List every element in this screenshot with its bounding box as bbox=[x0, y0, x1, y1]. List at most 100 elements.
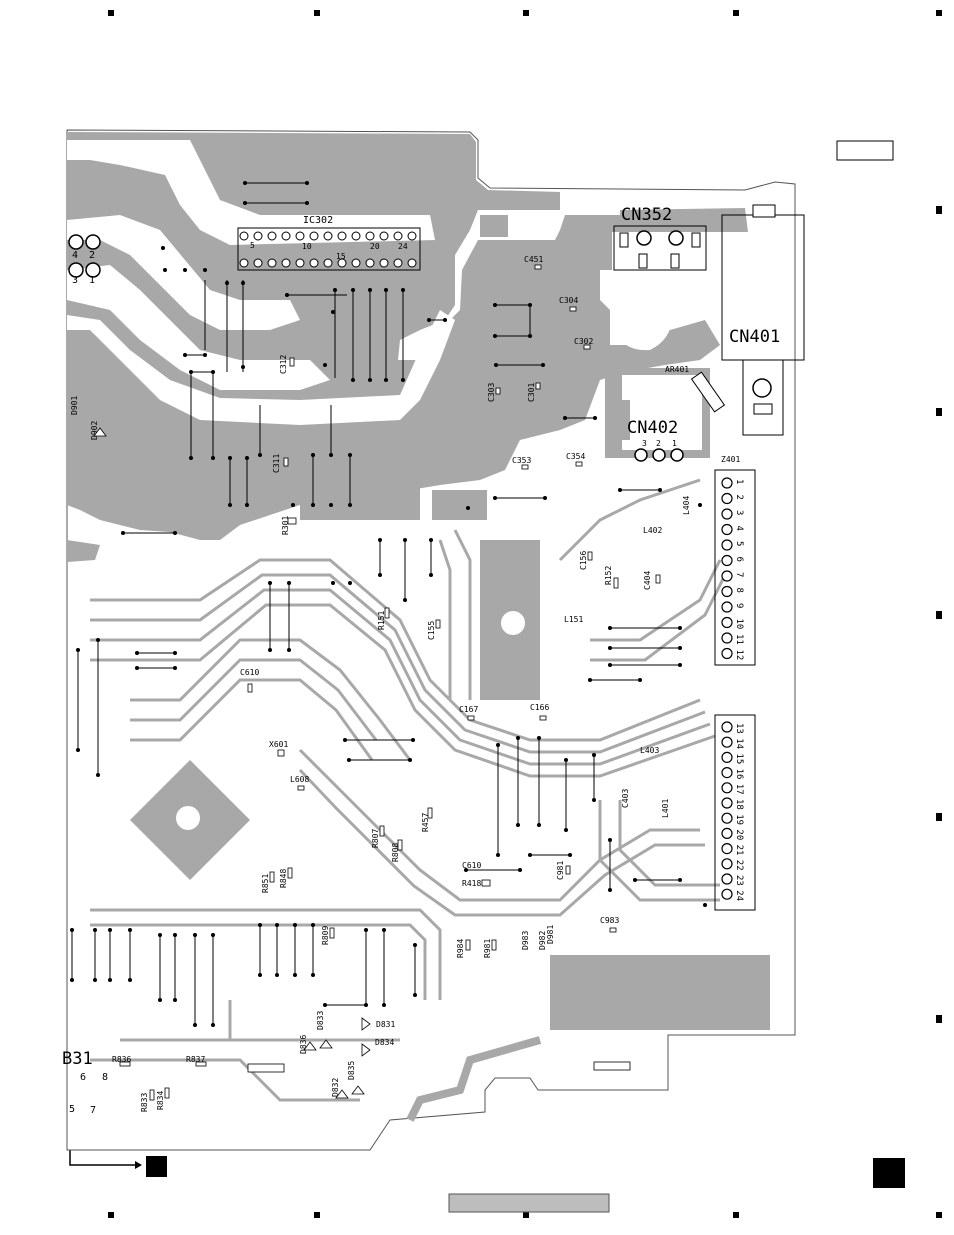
d833-label: D833 bbox=[316, 1011, 325, 1030]
c981-label: C981 bbox=[556, 861, 565, 880]
c353-label: C353 bbox=[512, 456, 531, 465]
z401-pin-pad bbox=[721, 539, 733, 551]
registration-marks bbox=[108, 10, 942, 1218]
component-labels: C451 C304 C302 C303 C301 C312 C311 C353 … bbox=[62, 255, 691, 1116]
ic302-label: IC302 bbox=[303, 215, 333, 226]
solder-pads bbox=[70, 181, 707, 1027]
z401-pin-number-4: 4 bbox=[734, 526, 744, 531]
z401-pin-pad bbox=[721, 570, 733, 582]
z401-pin-pad bbox=[721, 647, 733, 660]
c167-label: C167 bbox=[459, 705, 478, 714]
ic302-pin-20: 20 bbox=[370, 242, 380, 251]
pin-7-label: 7 bbox=[90, 1105, 96, 1116]
d835-label: D835 bbox=[347, 1061, 356, 1080]
d836-label: D836 bbox=[299, 1035, 308, 1054]
left-conn-pin-1: 1 bbox=[89, 275, 95, 286]
z401-body bbox=[714, 469, 756, 666]
z401-pin-pad bbox=[721, 736, 733, 748]
z401-pin-number-13: 13 bbox=[734, 723, 744, 734]
c312-label: C312 bbox=[279, 355, 288, 374]
r848-label: R848 bbox=[279, 869, 288, 888]
r984-label: R984 bbox=[456, 939, 465, 958]
cn352-tab bbox=[638, 253, 648, 269]
c354-label: C354 bbox=[566, 452, 585, 461]
z401-pin-pad bbox=[721, 721, 733, 733]
z401-pin-number-6: 6 bbox=[734, 557, 744, 562]
c166-label: C166 bbox=[530, 703, 549, 712]
cn401-label: CN401 bbox=[729, 327, 780, 347]
z401-pin-pad bbox=[721, 858, 733, 870]
c404-label: C404 bbox=[643, 571, 652, 590]
z401-pin-pad bbox=[721, 827, 733, 840]
cn401-pad bbox=[753, 403, 773, 415]
r457-label: R457 bbox=[421, 813, 430, 832]
ic302-pin-15: 15 bbox=[336, 252, 346, 261]
l404-label: L404 bbox=[682, 496, 691, 515]
z401-pin-number-18: 18 bbox=[734, 799, 744, 810]
page-id-box bbox=[836, 140, 894, 161]
cn352-tab bbox=[619, 232, 629, 248]
r418-label: R418 bbox=[462, 879, 481, 888]
z401-pin-number-14: 14 bbox=[734, 738, 744, 749]
z401-pin-number-24: 24 bbox=[734, 890, 744, 901]
z401-pin-number-15: 15 bbox=[734, 753, 744, 764]
r981-label: R981 bbox=[483, 939, 492, 958]
component-bodies bbox=[93, 264, 661, 1101]
cn402-pin-1: 1 bbox=[672, 439, 677, 448]
l402-label: L402 bbox=[643, 526, 662, 535]
r837-label: R837 bbox=[186, 1055, 205, 1064]
z401-label: Z401 bbox=[721, 455, 740, 464]
ar401-label: AR401 bbox=[665, 365, 689, 374]
z401-pin-pad bbox=[721, 616, 733, 629]
corner-block-left bbox=[146, 1156, 167, 1177]
left-conn-pin-2: 2 bbox=[89, 250, 95, 261]
z401-pin-pad bbox=[721, 888, 733, 900]
cn352-label: CN352 bbox=[621, 205, 672, 225]
trace-bundles bbox=[90, 478, 727, 1102]
corner-block-right bbox=[873, 1158, 905, 1188]
cn401-tab bbox=[752, 204, 776, 218]
z401-pin-number-19: 19 bbox=[734, 814, 744, 825]
z401-pin-pad bbox=[721, 873, 733, 885]
r301-label: R301 bbox=[281, 516, 290, 535]
z401-pin-pad bbox=[721, 766, 733, 779]
z401-pin-pad bbox=[721, 842, 733, 855]
cn402-label: CN402 bbox=[627, 418, 678, 438]
reference-arrow-head bbox=[135, 1161, 142, 1169]
z401-pin-pad bbox=[721, 601, 733, 613]
r851-label: R851 bbox=[261, 874, 270, 893]
z401-body-lower bbox=[714, 714, 756, 911]
z401-pin-number-7: 7 bbox=[734, 572, 744, 577]
z401-pin-pad bbox=[721, 632, 733, 644]
c155-label: C155 bbox=[427, 621, 436, 640]
z401-pin-pad bbox=[721, 554, 733, 567]
c304-label: C304 bbox=[559, 296, 578, 305]
z401-pin-number-1: 1 bbox=[734, 479, 744, 484]
r808-label: R808 bbox=[391, 843, 400, 862]
cn402-pin-3: 3 bbox=[642, 439, 647, 448]
z401-pin-number-11: 11 bbox=[734, 634, 744, 645]
cn352-tab bbox=[670, 253, 680, 269]
z401-pin-number-23: 23 bbox=[734, 875, 744, 886]
c610-label: C610 bbox=[240, 668, 259, 677]
z401-pin-number-17: 17 bbox=[734, 784, 744, 795]
z401-pin-number-2: 2 bbox=[734, 495, 744, 500]
d901-label: D901 bbox=[70, 396, 79, 415]
c983-label: C983 bbox=[600, 916, 619, 925]
left-conn-pin-3: 3 bbox=[72, 275, 78, 286]
ic302-pin-5: 5 bbox=[250, 241, 255, 250]
z401-pin-pad bbox=[721, 508, 733, 520]
z401-pin-pad bbox=[721, 585, 733, 598]
left-conn-pin-4: 4 bbox=[72, 250, 78, 261]
z401-pin-number-5: 5 bbox=[734, 541, 744, 546]
z401-pin-number-22: 22 bbox=[734, 860, 744, 871]
l608-label: L608 bbox=[290, 775, 309, 784]
z401-pin-number-16: 16 bbox=[734, 769, 744, 780]
x601-label: X601 bbox=[269, 740, 288, 749]
z401-pin-pad bbox=[721, 477, 733, 489]
d982-label: D982 bbox=[538, 931, 547, 950]
r836-label: R836 bbox=[112, 1055, 131, 1064]
